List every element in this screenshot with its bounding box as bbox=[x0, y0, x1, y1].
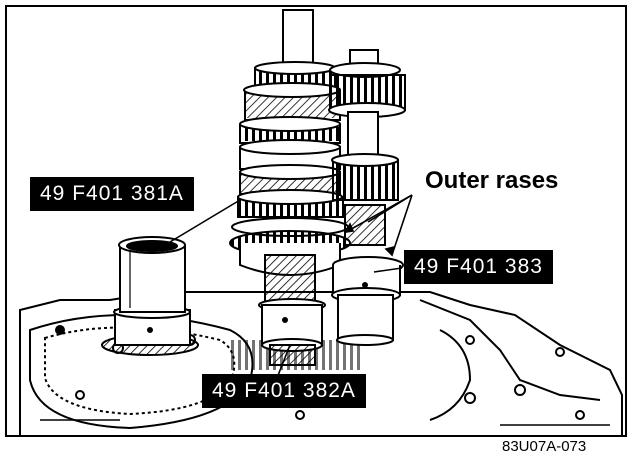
label-tool-381a: 49 F401 381A bbox=[30, 177, 194, 211]
mainshaft-gears bbox=[229, 9, 351, 366]
countershaft-gears bbox=[328, 49, 406, 346]
label-tool-383: 49 F401 383 bbox=[404, 250, 553, 284]
figure-code: 83U07A-073 bbox=[502, 438, 587, 455]
tool-381a-drawing bbox=[101, 236, 199, 356]
label-outer-races: Outer rases bbox=[425, 167, 559, 194]
label-tool-382a: 49 F401 382A bbox=[202, 374, 366, 408]
